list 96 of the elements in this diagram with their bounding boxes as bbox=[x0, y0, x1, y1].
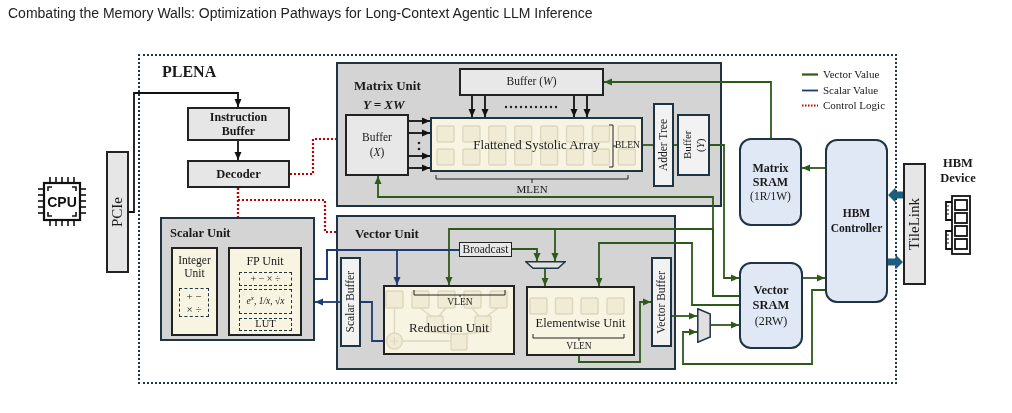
operation-box bbox=[239, 289, 292, 314]
block-label: Decoder bbox=[216, 167, 261, 181]
block-label: Buffer (W) bbox=[506, 76, 557, 88]
arrow bbox=[408, 164, 431, 172]
unit-panel bbox=[336, 215, 676, 370]
accelerator-boundary bbox=[138, 54, 897, 384]
arrow bbox=[682, 289, 826, 365]
arrow bbox=[595, 242, 740, 306]
arrow bbox=[541, 268, 549, 287]
interface-bar bbox=[106, 151, 129, 273]
adder-box bbox=[653, 103, 674, 187]
buffer-box bbox=[677, 114, 710, 176]
block-arrow bbox=[888, 254, 903, 270]
arrow bbox=[468, 95, 476, 118]
block-label: PCIe bbox=[110, 197, 125, 227]
dimension-label: VLEN bbox=[446, 298, 474, 308]
controller-box bbox=[825, 139, 888, 303]
process-box bbox=[187, 107, 290, 141]
arrow bbox=[408, 152, 431, 160]
block-label: Integer Unit bbox=[177, 254, 212, 280]
connector-line bbox=[360, 301, 384, 342]
array-box bbox=[430, 117, 643, 172]
block-label: Vector SRAM bbox=[751, 282, 791, 313]
legend-label: Scalar Value bbox=[823, 84, 879, 96]
dimension-label: VLEN bbox=[565, 342, 593, 352]
arrow bbox=[511, 248, 541, 262]
arrow bbox=[234, 140, 242, 161]
block-label: Flattened Systolic Array bbox=[473, 138, 600, 151]
block-label: Matrix SRAM bbox=[751, 160, 790, 189]
multiplexer bbox=[697, 308, 711, 343]
operation-box bbox=[239, 318, 292, 331]
block-label: Vector Buffer bbox=[655, 270, 668, 334]
formula-label: e$^{x}$, 1/x, √x bbox=[246, 296, 285, 307]
dimension-label: MLEN bbox=[515, 184, 549, 195]
block-label: (1R/1W) bbox=[750, 188, 791, 204]
multiplexer bbox=[525, 261, 566, 269]
region-title: PLENA bbox=[162, 64, 217, 80]
arrow bbox=[583, 95, 591, 118]
block-label: Elementwise Unit bbox=[535, 317, 626, 330]
legend-label: Control Logic bbox=[823, 100, 886, 112]
buffer-box bbox=[340, 257, 361, 347]
chip-label: CPU bbox=[47, 194, 77, 209]
arrow bbox=[709, 144, 740, 282]
legend-label: Vector Value bbox=[823, 69, 880, 81]
memory-box bbox=[739, 262, 803, 349]
arrow bbox=[710, 321, 740, 329]
buffer-box bbox=[459, 68, 604, 96]
memory-box bbox=[739, 138, 802, 226]
block-label: HBM Controller bbox=[829, 206, 884, 236]
buffer-box bbox=[345, 114, 409, 176]
arrow bbox=[578, 298, 652, 363]
page-header: Combating the Memory Walls: Optimization Pathways for Long-Context Agentic LLM Inference bbox=[8, 6, 593, 20]
dotted-line bbox=[236, 188, 336, 234]
block-label: Instruction Buffer bbox=[208, 110, 269, 138]
block-label: LUT bbox=[255, 319, 276, 330]
block-label: (2RW) bbox=[754, 312, 788, 329]
arrow bbox=[802, 274, 826, 282]
unit-title: Matrix Unit bbox=[354, 79, 421, 92]
arrow bbox=[801, 164, 826, 172]
subunit-box bbox=[171, 247, 218, 336]
interface-bar bbox=[903, 163, 926, 285]
arrow bbox=[481, 95, 489, 118]
arrow bbox=[570, 95, 578, 118]
arrow bbox=[128, 92, 242, 213]
unit-panel bbox=[160, 217, 315, 341]
connector-line bbox=[673, 144, 678, 146]
block-label: Adder Tree bbox=[657, 118, 670, 172]
block-label: TileLink bbox=[907, 198, 922, 250]
block-label: FP Unit bbox=[245, 255, 285, 267]
dimension-label: BLEN bbox=[615, 141, 641, 151]
arrow bbox=[671, 312, 698, 320]
arrow bbox=[408, 117, 431, 125]
arrow bbox=[408, 129, 431, 137]
connector-line bbox=[642, 144, 654, 146]
buffer-box bbox=[651, 257, 672, 347]
unit-box bbox=[383, 285, 515, 355]
arrow bbox=[603, 78, 772, 139]
operation-box bbox=[239, 272, 292, 286]
device-label: HBM Device bbox=[939, 156, 977, 186]
unit-panel bbox=[336, 62, 722, 207]
operation-box bbox=[179, 288, 209, 317]
subunit-box bbox=[228, 247, 302, 336]
block-label: Buffer (X) bbox=[361, 130, 393, 160]
block-label: Scalar Buffer bbox=[344, 271, 357, 333]
operator-label: + − × ÷ bbox=[250, 274, 281, 284]
block-label: Broadcast bbox=[462, 243, 509, 256]
unit-box bbox=[526, 286, 635, 356]
block-label: Reduction Unit bbox=[409, 320, 489, 334]
unit-title: Vector Unit bbox=[355, 227, 419, 240]
dotted-line bbox=[290, 137, 336, 176]
equation-label: Y = XW bbox=[363, 98, 405, 111]
unit-title: Scalar Unit bbox=[170, 227, 231, 240]
process-box bbox=[187, 160, 290, 188]
arrow bbox=[314, 298, 341, 306]
block-arrow bbox=[888, 187, 903, 203]
operator-label: + − × ÷ bbox=[185, 289, 203, 316]
